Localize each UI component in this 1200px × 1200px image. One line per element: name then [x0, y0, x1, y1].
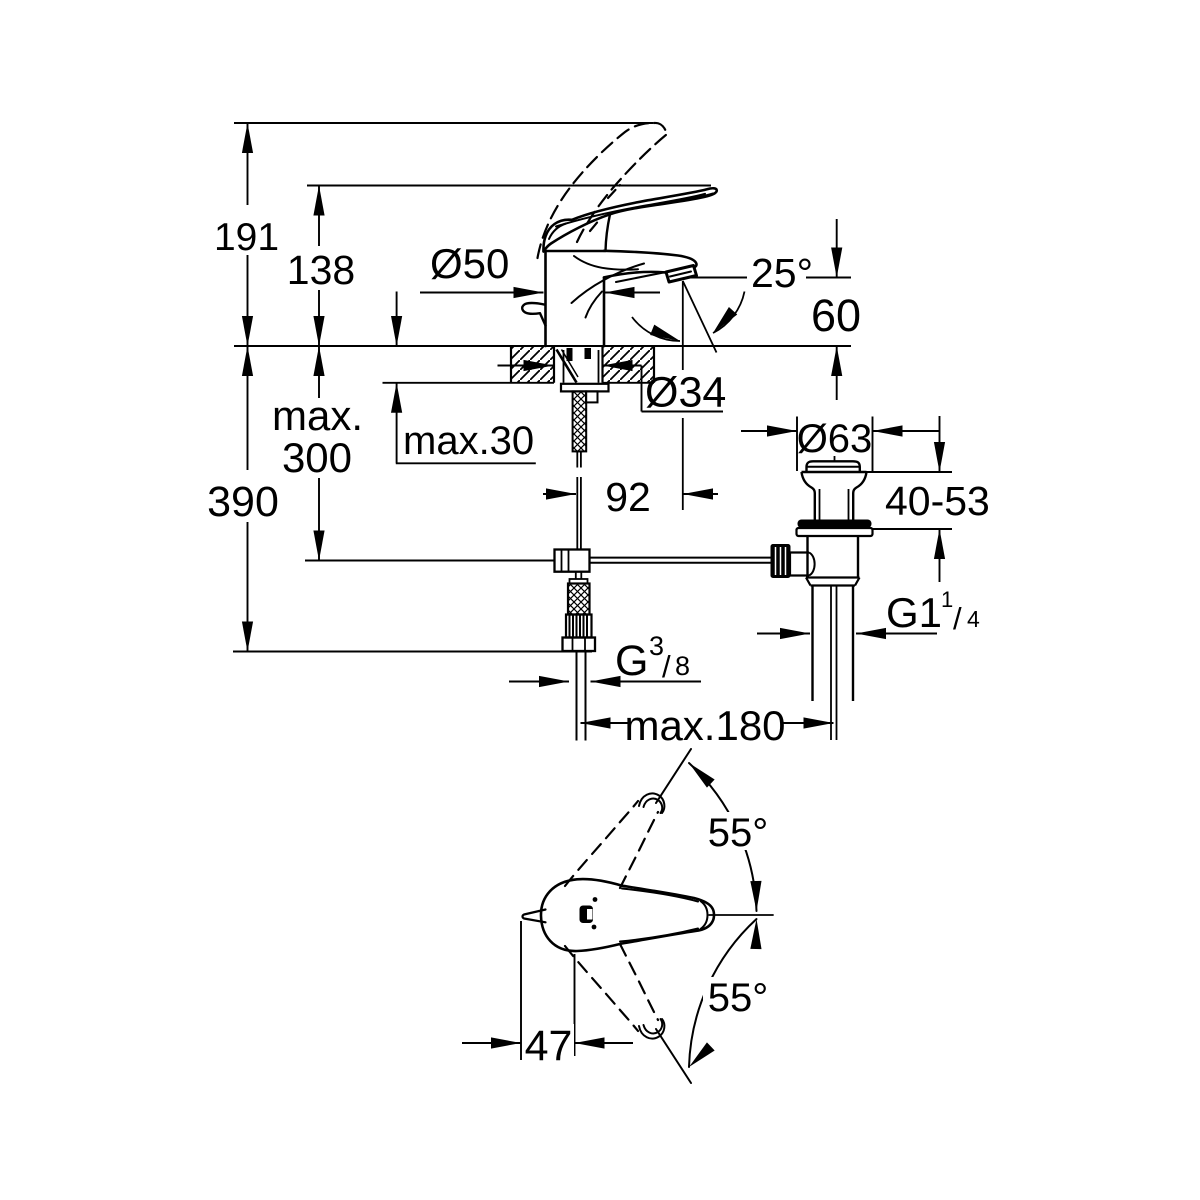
- svg-text:47: 47: [525, 1022, 573, 1070]
- svg-text:40-53: 40-53: [885, 478, 990, 524]
- svg-text:60: 60: [811, 290, 861, 341]
- svg-text:138: 138: [287, 247, 355, 293]
- svg-text:G: G: [615, 637, 648, 685]
- svg-text:Ø63: Ø63: [797, 417, 873, 461]
- svg-text:55°: 55°: [708, 811, 769, 855]
- svg-text:300: 300: [282, 434, 352, 481]
- svg-text:max.30: max.30: [403, 419, 534, 463]
- svg-text:8: 8: [675, 651, 690, 681]
- svg-text:191: 191: [214, 216, 279, 259]
- svg-text:390: 390: [207, 478, 279, 526]
- svg-text:3: 3: [649, 631, 664, 661]
- svg-text:max.: max.: [272, 392, 363, 439]
- svg-text:92: 92: [605, 474, 651, 520]
- svg-text:Ø50: Ø50: [430, 240, 509, 287]
- svg-text:/: /: [662, 649, 671, 684]
- svg-text:4: 4: [967, 606, 980, 632]
- svg-text:1: 1: [941, 587, 953, 612]
- svg-text:25°: 25°: [751, 250, 813, 296]
- svg-text:max.180: max.180: [624, 702, 785, 749]
- svg-text:Ø34: Ø34: [645, 369, 726, 417]
- svg-text:/: /: [953, 601, 962, 636]
- svg-text:55°: 55°: [708, 976, 769, 1020]
- svg-text:G1: G1: [886, 589, 942, 636]
